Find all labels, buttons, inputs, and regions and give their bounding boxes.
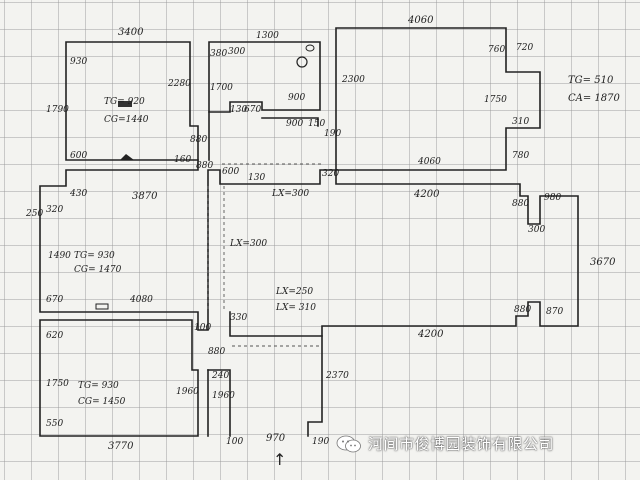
dim-bottomleft-corridor-top: 880 xyxy=(208,347,226,357)
wall-bottom-doorway xyxy=(207,369,231,437)
dim-middle-bottom-left: 4080 xyxy=(130,295,153,305)
dim-middle-right-a: 880 xyxy=(512,199,530,209)
wall-room-bath xyxy=(208,41,321,113)
dim-topleft-top: 3400 xyxy=(118,27,144,38)
outlet-icon xyxy=(95,303,109,310)
dim-bottomleft-left-c: 550 xyxy=(46,419,64,429)
dim-topright-right-c: 310 xyxy=(512,117,530,127)
dim-bath-low-b: 670 xyxy=(244,105,262,115)
watermark-text: 河间市俊博园装饰有限公司 xyxy=(368,435,555,453)
dim-middle-left-e: 670 xyxy=(46,295,64,305)
dim-bottomleft-door: 970 xyxy=(266,433,286,444)
dim-bath-low-a: 130 xyxy=(230,105,248,115)
dim-bottomleft-corridor: 2370 xyxy=(326,371,349,381)
dim-topleft-left-mid: 1790 xyxy=(46,105,69,115)
lx-middle-d: LX= 310 xyxy=(276,303,316,313)
dim-topright-top: 4060 xyxy=(408,15,434,26)
dim-bottomleft-door-a: 100 xyxy=(226,437,244,447)
cg-topleft: CG=1440 xyxy=(104,115,149,125)
dim-middle-top: 3870 xyxy=(132,191,158,202)
dim-middle-right-c: 980 xyxy=(544,193,562,203)
dim-middle-left-b: 250 xyxy=(26,209,44,219)
dim-bath-bot-b: 150 xyxy=(308,119,326,129)
dim-bottomleft-right-b: 240 xyxy=(212,371,230,381)
dim-middle-gap-b: 330 xyxy=(230,313,248,323)
tg-bottomleft: TG= 930 xyxy=(78,381,119,391)
up-arrow-icon: ↑ xyxy=(273,450,287,469)
sink-icon xyxy=(305,44,315,52)
dim-middle-right-e: 870 xyxy=(546,307,564,317)
lx-middle-b: LX=300 xyxy=(230,239,268,249)
tg-topleft: TG= 920 xyxy=(104,97,145,107)
dim-middle-bottom: 4200 xyxy=(418,329,444,340)
tg-middle: TG= 930 xyxy=(74,251,115,261)
dim-topright-right-b: 1750 xyxy=(484,95,507,105)
meter-icon xyxy=(118,101,132,107)
dim-middle-right-d: 880 xyxy=(514,305,532,315)
dim-middle-gap: 130 xyxy=(248,173,266,183)
dim-bath-left-b: 300 xyxy=(228,47,246,57)
dim-topleft-right: 2280 xyxy=(168,79,191,89)
dim-middle-top-right: 4200 xyxy=(414,189,440,200)
dim-topleft-step: 880 xyxy=(190,135,208,145)
dim-middle-top-gap: 880 xyxy=(196,161,214,171)
dim-middle-right: 3670 xyxy=(590,257,616,268)
dim-topright-right-d: 780 xyxy=(512,151,530,161)
dim-topleft-left-lower: 600 xyxy=(70,151,88,161)
dim-bottomleft-left-a: 620 xyxy=(46,331,64,341)
dim-bottomleft-left-b: 1750 xyxy=(46,379,69,389)
dim-middle-left-c: 320 xyxy=(46,205,64,215)
dim-middle-gap-c: 100 xyxy=(194,323,212,333)
dim-topright-bottom: 4060 xyxy=(418,157,441,167)
dim-middle-left-a: 430 xyxy=(70,189,88,199)
wall-corridor xyxy=(307,335,323,437)
wall-room-topleft xyxy=(65,41,199,161)
dim-bath-bot-a: 900 xyxy=(286,119,304,129)
dim-bottomleft-right: 1960 xyxy=(176,387,199,397)
dim-bath-left-a: 380 xyxy=(210,49,228,59)
dim-middle-top-gap-b: 600 xyxy=(222,167,240,177)
wechat-logo xyxy=(336,435,361,452)
wall-bath-lower xyxy=(261,117,319,127)
wall-room-bottomleft xyxy=(39,319,199,437)
ca-topright: CA= 1870 xyxy=(568,93,620,104)
dim-topleft-tail: 160 xyxy=(174,155,192,165)
dim-bottomleft-door-b: 190 xyxy=(312,437,330,447)
dim-bath-top: 1300 xyxy=(256,31,279,41)
wall-room-topright xyxy=(335,27,541,171)
lx-middle-c: LX=250 xyxy=(276,287,314,297)
pipe-marker-icon xyxy=(120,154,134,160)
dim-middle-top-gap-c: 320 xyxy=(322,169,340,179)
dim-topright-bottom-left: 190 xyxy=(324,129,342,139)
dim-bath-mid: 900 xyxy=(288,93,306,103)
dim-middle-left-d: 1490 xyxy=(48,251,71,261)
dim-middle-right-b: 300 xyxy=(528,225,546,235)
dim-topright-right-a: 760 xyxy=(488,45,506,55)
dim-bottomleft-bottom: 3770 xyxy=(108,441,134,452)
tg-topright: TG= 510 xyxy=(568,75,614,86)
dim-bottomleft-right-c: 1960 xyxy=(212,391,235,401)
dim-topright-bump: 720 xyxy=(516,43,534,53)
dim-bath-left-c: 1700 xyxy=(210,83,233,93)
toilet-icon xyxy=(296,56,308,68)
dim-topleft-left-upper: 930 xyxy=(70,57,88,67)
watermark: 河间市俊博园装饰有限公司 xyxy=(336,433,554,454)
dim-topright-left: 2300 xyxy=(342,75,365,85)
cg-bottomleft: CG= 1450 xyxy=(78,397,126,407)
wall-room-middle xyxy=(39,159,579,337)
lx-middle-a: LX=300 xyxy=(272,189,310,199)
cg-middle: CG= 1470 xyxy=(74,265,122,275)
